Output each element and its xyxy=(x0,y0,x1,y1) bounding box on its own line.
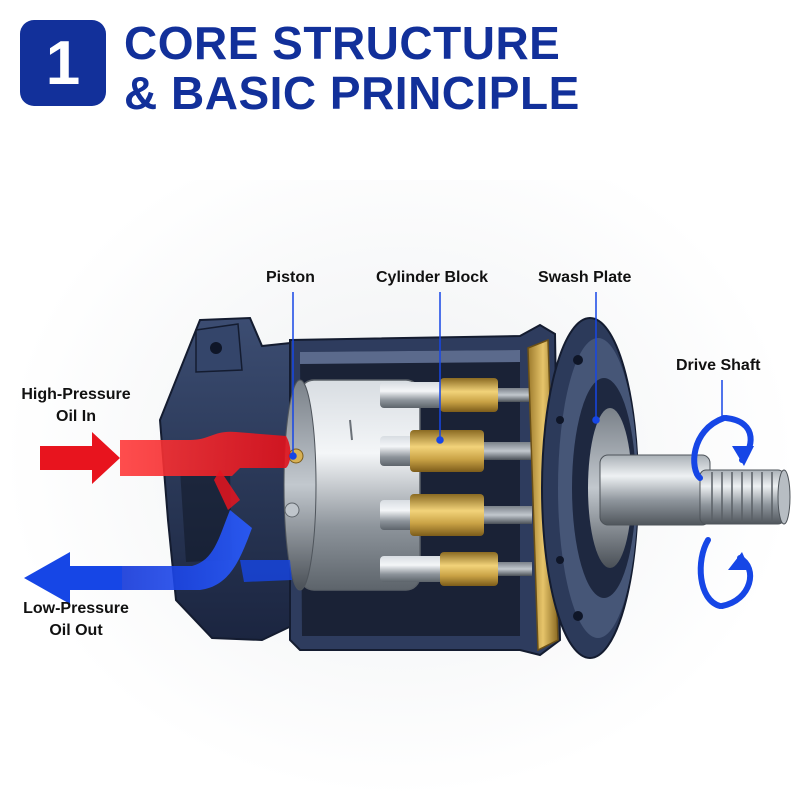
title-line-1: CORE STRUCTURE xyxy=(124,17,561,69)
label-low-pressure-line1: Low-Pressure xyxy=(23,600,129,617)
rear-housing xyxy=(158,316,306,642)
label-piston: Piston xyxy=(266,269,315,286)
leader-lines xyxy=(289,292,723,460)
label-drive-shaft: Drive Shaft xyxy=(676,357,761,374)
page-title: CORE STRUCTURE & BASIC PRINCIPLE xyxy=(124,18,580,118)
label-low-pressure-out: Low-Pressure Oil Out xyxy=(20,598,132,642)
high-pressure-flow xyxy=(40,431,291,510)
title-line-2: & BASIC PRINCIPLE xyxy=(124,67,580,119)
rotation-arrow-icon xyxy=(691,415,754,609)
label-high-pressure-line2: Oil In xyxy=(56,408,96,425)
inlet-arrow-icon xyxy=(40,432,120,484)
label-high-pressure-in: High-Pressure Oil In xyxy=(20,384,132,428)
outlet-arrow-icon xyxy=(24,552,122,604)
drive-shaft xyxy=(599,454,791,526)
label-low-pressure-line2: Oil Out xyxy=(49,622,103,639)
piston xyxy=(380,430,532,472)
label-swash-plate: Swash Plate xyxy=(538,269,632,286)
section-number-badge: 1 xyxy=(20,20,106,106)
label-high-pressure-line1: High-Pressure xyxy=(21,386,131,403)
piston xyxy=(380,494,532,536)
low-pressure-flow xyxy=(24,510,292,604)
cylinder-block-body xyxy=(283,379,421,591)
label-cylinder-block: Cylinder Block xyxy=(376,269,489,286)
piston xyxy=(380,552,532,586)
piston-set xyxy=(284,378,532,586)
